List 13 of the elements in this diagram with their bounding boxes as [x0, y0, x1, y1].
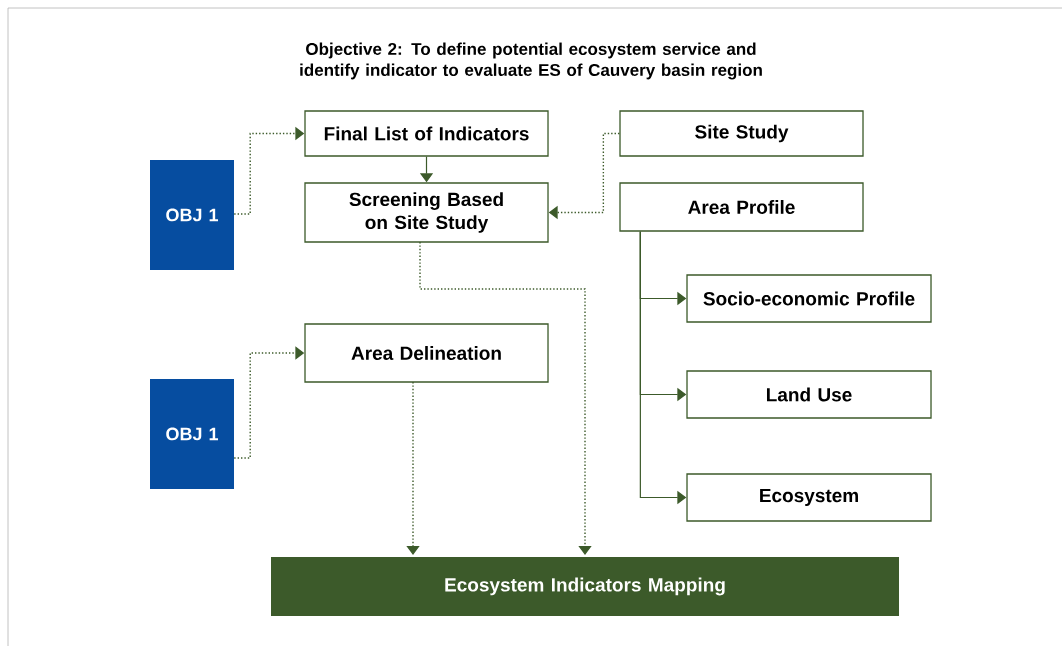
result-bar: Ecosystem Indicators Mapping: [271, 557, 899, 616]
objective-box: OBJ 1: [150, 379, 234, 489]
process-box: Area Delineation: [304, 323, 549, 383]
process-box: Socio-economic Profile: [686, 274, 932, 323]
title: Objective 2: To define potential ecosystem service and identify indicator to evaluate ES of Cauvery basin region: [300, 42, 762, 80]
process-box: Area Profile: [619, 182, 864, 232]
process-box: Ecosystem: [686, 473, 932, 522]
objective-box: OBJ 1: [150, 160, 234, 270]
process-box: Final List of Indicators: [304, 110, 549, 157]
process-box: Screening Based on Site Study: [304, 182, 549, 243]
process-box: Land Use: [686, 370, 932, 419]
process-box: Site Study: [619, 110, 864, 157]
arrow: [419, 241, 592, 555]
